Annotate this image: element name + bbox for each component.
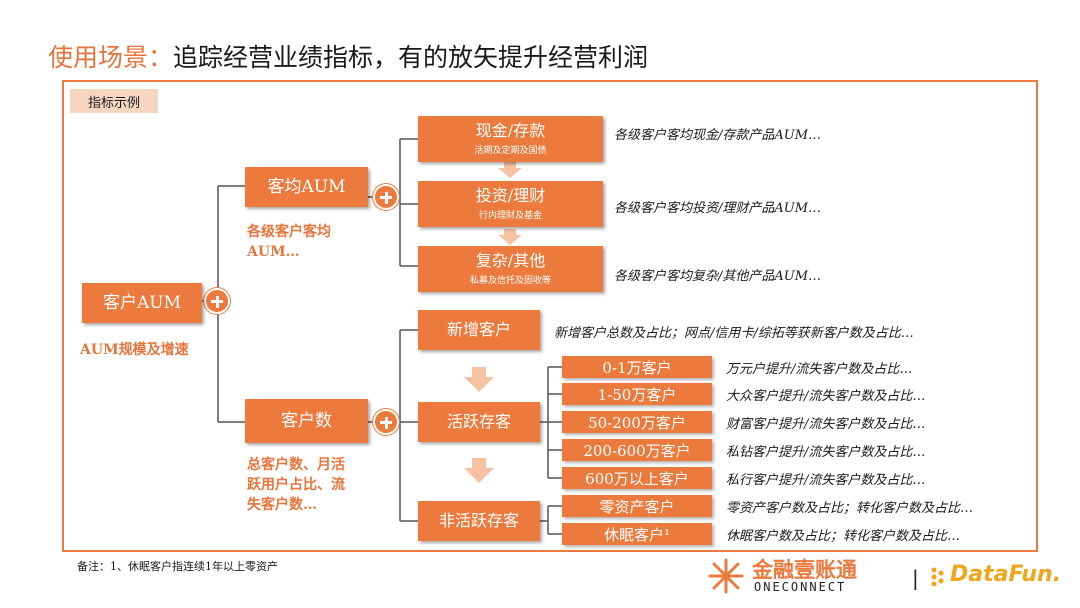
oneconnect-logo: 金融壹账通 ONECONNECT bbox=[706, 554, 896, 598]
datafun-logo: DataFun. bbox=[930, 560, 1075, 594]
title-highlight: 使用场景： bbox=[48, 43, 174, 72]
active-label: 活跃存客 bbox=[446, 412, 511, 431]
segment-desc: 大众客户提升/流失客户数及占比… bbox=[726, 389, 926, 404]
segment-desc: 私钻客户提升/流失客户数及占比… bbox=[726, 445, 926, 460]
product-sub: 活期及定期及国债 bbox=[474, 146, 547, 156]
root-box: 客户AUM bbox=[82, 283, 202, 323]
new-customers-desc: 新增客户总数及占比；网点/信用卡/综拓等获新客户数及占比… bbox=[554, 326, 914, 341]
product-box-investment: 投资/理财 行内理财及基金 bbox=[418, 181, 603, 227]
oneconnect-cn: 金融壹账通 bbox=[752, 558, 857, 582]
segment-desc: 财富客户提升/流失客户数及占比… bbox=[726, 417, 926, 432]
plus-icon bbox=[373, 184, 399, 210]
aum-avg-note-line: 各级客户客均 bbox=[247, 224, 331, 240]
segment-box: 200-600万客户 bbox=[562, 439, 712, 461]
product-sub: 私募及信托及固收等 bbox=[469, 276, 551, 286]
footnote: 备注：1、休眠客户指连续1年以上零资产 bbox=[77, 560, 278, 573]
logo-separator: | bbox=[912, 566, 919, 590]
page-title: 使用场景：追踪经营业绩指标，有的放矢提升经营利润 bbox=[48, 38, 648, 74]
customers-box: 客户数 bbox=[245, 399, 368, 443]
plus-icon bbox=[204, 288, 230, 314]
datafun-mark-icon bbox=[931, 567, 944, 587]
segment-box: 50-200万客户 bbox=[562, 411, 712, 433]
active-box: 活跃存客 bbox=[418, 402, 540, 442]
new-customers-label: 新增客户 bbox=[446, 320, 511, 339]
customers-note: 总客户数、月活 跃用户占比、流 失客户数… bbox=[247, 455, 345, 515]
product-desc: 各级客户客均投资/理财产品AUM… bbox=[614, 201, 822, 216]
product-label: 投资/理财 bbox=[475, 186, 546, 205]
segment-box: 休眠客户¹ bbox=[562, 523, 712, 545]
customers-note-line: 跃用户占比、流 bbox=[247, 477, 345, 493]
plus-icon bbox=[373, 409, 399, 435]
product-desc: 各级客户客均现金/存款产品AUM… bbox=[614, 128, 822, 143]
segment-box: 1-50万客户 bbox=[562, 383, 712, 405]
oneconnect-en: ONECONNECT bbox=[754, 580, 847, 594]
aum-avg-box: 客均AUM bbox=[245, 167, 368, 207]
customers-label: 客户数 bbox=[281, 411, 332, 431]
product-desc: 各级客户客均复杂/其他产品AUM… bbox=[614, 269, 822, 284]
aum-avg-label: 客均AUM bbox=[267, 177, 346, 197]
aum-avg-note-line: AUM… bbox=[247, 244, 300, 260]
new-customers-box: 新增客户 bbox=[418, 310, 540, 350]
datafun-text: DataFun. bbox=[950, 562, 1062, 587]
segment-box: 600万以上客户 bbox=[562, 467, 712, 489]
product-label: 现金/存款 bbox=[475, 121, 546, 140]
product-sub: 行内理财及基金 bbox=[478, 211, 542, 221]
product-box-cash: 现金/存款 活期及定期及国债 bbox=[418, 116, 603, 162]
segment-box: 零资产客户 bbox=[562, 495, 712, 517]
segment-desc: 零资产客户数及占比；转化客户数及占比… bbox=[726, 501, 974, 516]
diagram-frame bbox=[62, 80, 1038, 552]
root-note: AUM规模及增速 bbox=[80, 342, 189, 358]
oneconnect-mark-icon bbox=[708, 558, 744, 594]
inactive-label: 非活跃存客 bbox=[438, 511, 519, 530]
segment-box: 0-1万客户 bbox=[562, 356, 712, 378]
customers-note-line: 失客户数… bbox=[247, 497, 317, 513]
title-text: 追踪经营业绩指标，有的放矢提升经营利润 bbox=[173, 43, 649, 72]
segment-desc: 私行客户提升/流失客户数及占比… bbox=[726, 473, 926, 488]
product-label: 复杂/其他 bbox=[475, 251, 546, 270]
segment-desc: 休眠客户数及占比；转化客户数及占比… bbox=[726, 529, 961, 544]
example-tag: 指标示例 bbox=[70, 89, 158, 113]
segment-desc: 万元户提升/流失客户数及占比… bbox=[726, 362, 913, 377]
product-box-complex: 复杂/其他 私募及信托及固收等 bbox=[418, 246, 603, 292]
root-label: 客户AUM bbox=[102, 293, 181, 313]
customers-note-line: 总客户数、月活 bbox=[247, 457, 345, 473]
inactive-box: 非活跃存客 bbox=[418, 501, 540, 541]
aum-avg-note: 各级客户客均 AUM… bbox=[247, 222, 331, 262]
